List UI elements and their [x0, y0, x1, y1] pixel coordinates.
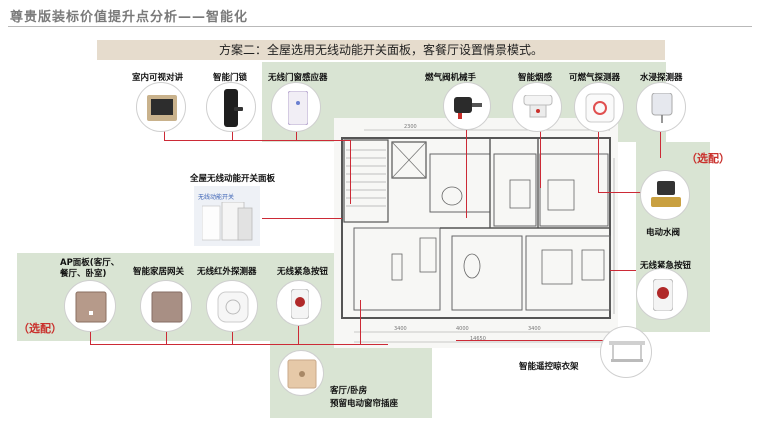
wire-bus-to-plan [350, 140, 351, 204]
wire-gas-detector [598, 130, 599, 192]
curtain-socket-label-line1: 客厅/卧房 [330, 386, 368, 396]
water-valve-icon [651, 181, 681, 207]
ir-detector-circle [206, 280, 258, 332]
dim-bottom-3: 3400 [528, 326, 541, 332]
wire-panel [262, 218, 342, 219]
wire-right-button [610, 270, 636, 271]
wire-sensor-down [296, 130, 297, 140]
water-detector-circle [636, 82, 686, 132]
dim-bottom-1: 3400 [394, 326, 407, 332]
video-intercom-label: 室内可视对讲 [132, 73, 184, 83]
ap-panel-circle [64, 280, 116, 332]
smart-gateway-icon [151, 291, 183, 323]
door-window-sensor-icon [288, 91, 308, 125]
smoke-detector-icon [523, 95, 553, 118]
emergency-button-left-label: 无线紧急按钮 [277, 267, 329, 277]
gas-valve-manipulator-icon [454, 97, 482, 119]
dim-total: 14650 [470, 336, 486, 342]
drying-rack-label: 智能遥控晾衣架 [519, 362, 579, 372]
curtain-socket-label-line2: 预留电动窗帘插座 [330, 399, 399, 409]
smart-lock-icon [224, 89, 243, 127]
smart-lock-label: 智能门锁 [213, 73, 248, 83]
wire-left-bottom [90, 344, 298, 345]
water-valve-circle [640, 170, 690, 220]
dim-bottom-2: 4000 [456, 326, 469, 332]
smoke-detector-label: 智能烟感 [518, 73, 553, 83]
video-intercom-circle [136, 82, 186, 132]
switch-image-caption: 无线动能开关 [198, 194, 235, 201]
wire-gas-valve [466, 118, 467, 218]
wire-top-bus [164, 140, 350, 141]
smart-gateway-circle [140, 280, 192, 332]
ap-panel-icon [75, 291, 107, 323]
wire-smoke [540, 126, 541, 188]
curtain-socket-circle [278, 350, 324, 396]
ir-detector-label: 无线红外探测器 [197, 267, 257, 277]
smart-gateway-label: 智能家居网关 [133, 267, 185, 277]
wire-intercom-down [164, 130, 165, 140]
drying-rack-icon [609, 341, 645, 362]
video-intercom-icon [147, 95, 177, 121]
gas-detector-label: 可燃气探测器 [569, 73, 621, 83]
floor-plan: 2300 3400 4000 3400 14650 [334, 118, 618, 348]
smart-lock-circle [206, 82, 256, 132]
curtain-socket-icon [287, 359, 317, 389]
wire-rack [456, 340, 606, 341]
switch-panels-icon [202, 202, 253, 241]
gas-valve-manipulator-label: 燃气阀机械手 [425, 73, 477, 83]
wire-lock-down [232, 130, 233, 140]
emergency-button-left-circle [276, 280, 322, 326]
water-detector-label: 水浸探测器 [640, 73, 683, 83]
door-window-sensor-circle [271, 82, 321, 132]
wire-btn-up [298, 316, 299, 344]
page-title: 尊贵版装标价值提升点分析——智能化 [10, 10, 249, 25]
wire-water-valve [598, 192, 660, 193]
gas-detector-circle [574, 82, 624, 132]
dim-top: 2300 [404, 124, 417, 130]
optional-right-label: （选配） [686, 152, 730, 165]
emergency-button-right-label: 无线紧急按钮 [640, 261, 692, 271]
water-detector-icon [651, 93, 673, 123]
ap-panel-label-line2: 餐厅、卧室) [60, 269, 107, 279]
ap-panel-label-line1: AP面板(客厅、 [60, 258, 120, 268]
scheme-banner: 方案二：全屋选用无线动能开关面板，客餐厅设置情景模式。 [97, 40, 665, 60]
emergency-button-left-icon [291, 289, 309, 319]
door-window-sensor-label: 无线门窗感应器 [268, 73, 328, 83]
ir-detector-icon [217, 291, 249, 323]
water-valve-label: 电动水阀 [646, 228, 681, 238]
whole-house-switch-label: 全屋无线动能开关面板 [190, 174, 276, 184]
gas-valve-manipulator-circle [443, 82, 491, 130]
title-divider [8, 26, 752, 27]
drying-rack-circle [600, 326, 652, 378]
emergency-button-right-icon [653, 279, 673, 311]
wire-left-to-plan [298, 344, 388, 345]
wire-water-detector [660, 128, 661, 158]
optional-left-label: （选配） [18, 322, 62, 335]
smoke-detector-circle [512, 82, 562, 132]
whole-house-switch-image: 无线动能开关 [194, 186, 260, 246]
gas-detector-icon [585, 93, 615, 123]
wire-socket-up [360, 300, 361, 344]
emergency-button-right-circle [636, 268, 688, 320]
